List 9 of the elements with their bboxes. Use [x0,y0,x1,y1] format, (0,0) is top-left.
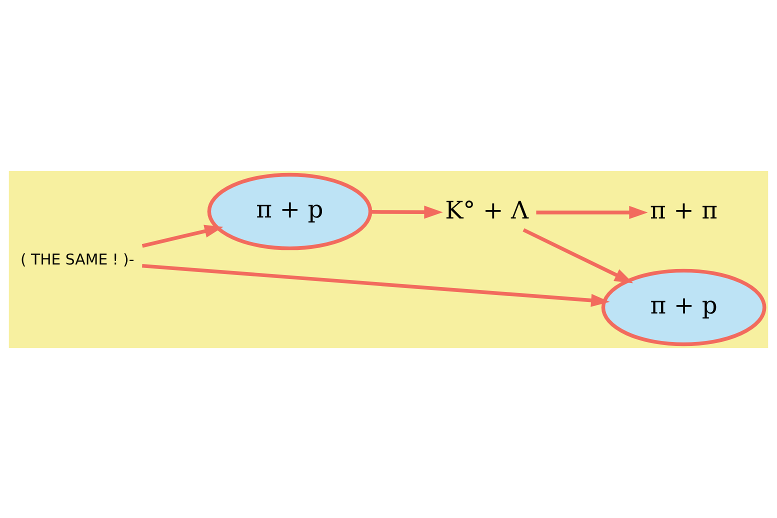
node-text: K° + Λ [445,196,528,224]
arrow [522,228,634,283]
node-text: π + π [650,196,718,224]
arrow [370,205,443,218]
node-text: ( THE SAME ! )- [20,250,134,268]
node-ellipse: π + p [207,172,372,250]
arrow [142,263,610,306]
arrow [536,205,648,218]
arrow [142,224,224,248]
